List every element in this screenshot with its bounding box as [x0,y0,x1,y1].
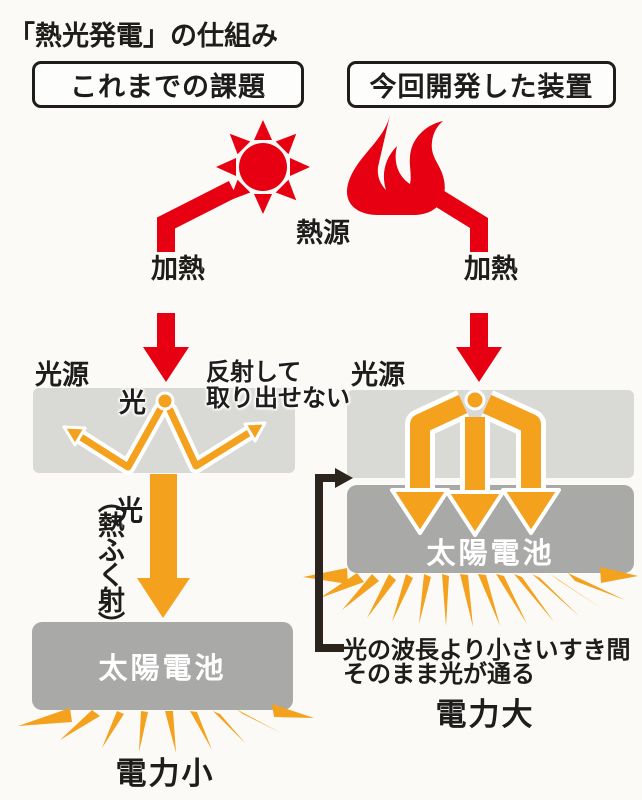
light-point-right [464,389,486,411]
light-source-label-left: 光源 [35,360,89,390]
sun-icon [216,120,310,214]
heating-arrowhead-left [143,347,189,382]
heating-label-right: 加熱 [464,254,518,284]
header-previous-problem: これまでの課題 [32,61,304,108]
weak-output-rays [18,704,314,753]
solar-cell-label-left: 太陽電池 [98,653,227,685]
heating-arrowhead-right [456,347,502,382]
radiation-light-label: 光 [115,495,144,526]
heating-path-left [157,180,238,349]
heating-label-left: 加熱 [151,254,205,284]
header-new-device: 今回開発した装置 [347,61,616,108]
solar-cell-label-right: 太陽電池 [426,538,555,570]
page-title: 「熱光発電」の仕組み [8,21,278,51]
reflection-arrows [62,391,267,475]
light-point-left [155,391,175,411]
power-large-label: 電力大 [435,697,535,732]
power-small-label: 電力小 [115,756,215,791]
solar-cell-box-left [32,622,293,710]
reflection-note: 反射して 取り出せない [206,359,350,412]
gap-pointer-bracket [315,468,353,652]
heating-path-right [419,181,488,349]
gap-note-line1: 光の波長より小さいすき間 [343,637,631,664]
heat-source-label: 熱源 [296,218,350,248]
pass-through-arrows [390,389,561,537]
strong-output-rays [303,567,638,627]
light-label: 光 [119,388,146,418]
light-source-label-right: 光源 [351,360,405,390]
radiation-paren-label: （熱ふく射） [94,486,124,636]
radiation-arrow [137,474,190,618]
flame-icon [346,115,445,215]
gap-note-line2: そのまま光が通る [343,661,535,688]
